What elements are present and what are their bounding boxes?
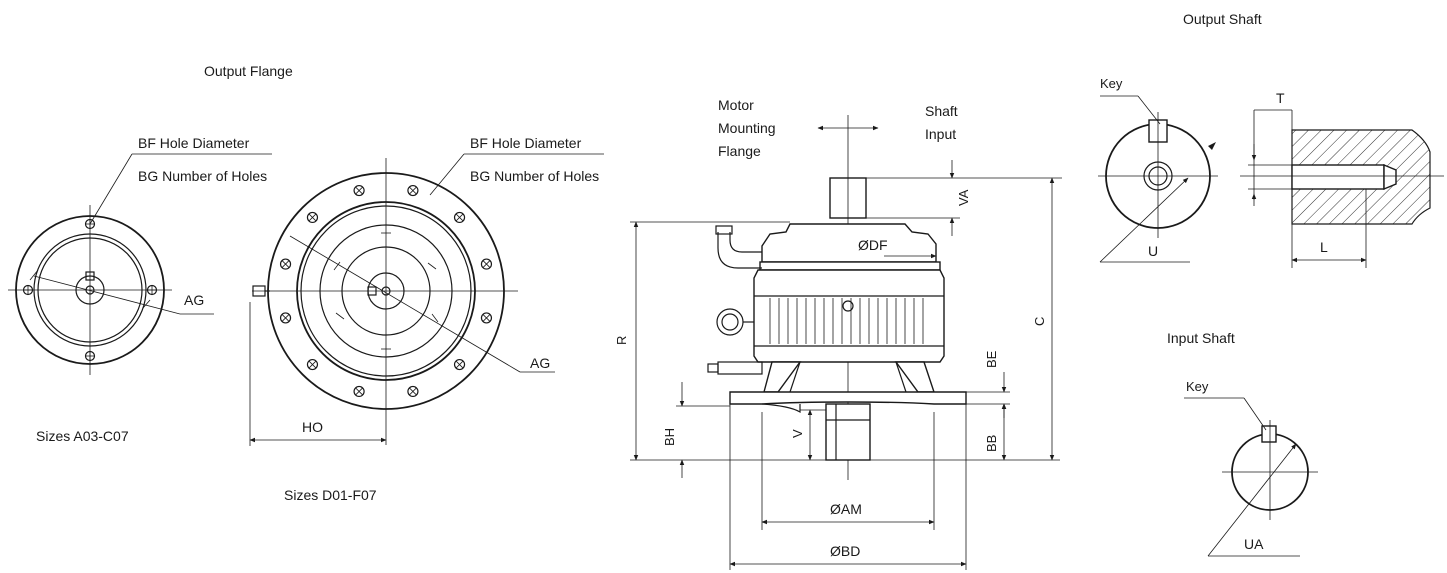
dim-bd: ØBD bbox=[830, 543, 860, 559]
input-shaft-title: Input Shaft bbox=[1167, 330, 1235, 346]
large-flange-view bbox=[249, 153, 604, 446]
dim-bh: BH bbox=[662, 428, 677, 446]
bolt-hole bbox=[480, 312, 493, 324]
output-shaft-key-label: Key bbox=[1100, 76, 1123, 91]
dim-r: R bbox=[614, 336, 629, 345]
bolt-hole bbox=[353, 184, 365, 197]
shaft-input-label: Shaft Input bbox=[925, 103, 962, 142]
bolt-hole bbox=[453, 358, 466, 371]
motor-mounting-flange-label: Motor Mounting Flange bbox=[718, 97, 779, 159]
bolt-hole bbox=[407, 385, 419, 398]
output-shaft-title: Output Shaft bbox=[1183, 11, 1262, 27]
small-flange-ag-label: AG bbox=[184, 292, 204, 308]
dim-v: V bbox=[790, 429, 805, 438]
small-flange-hole-diameter: BF Hole Diameter bbox=[138, 135, 250, 151]
output-shaft-u-label: U bbox=[1148, 243, 1158, 259]
small-flange-number-of-holes: BG Number of Holes bbox=[138, 168, 267, 184]
output-flange-title: Output Flange bbox=[204, 63, 293, 79]
bolt-hole bbox=[353, 385, 365, 398]
gearbox-body-ribs bbox=[769, 298, 924, 344]
dim-am: ØAM bbox=[830, 501, 862, 517]
large-flange-hole-diameter: BF Hole Diameter bbox=[470, 135, 582, 151]
dim-be: BE bbox=[984, 350, 999, 368]
gearbox-side-view bbox=[707, 115, 967, 480]
output-shaft-section-view bbox=[1240, 109, 1444, 268]
dim-df: ØDF bbox=[858, 237, 888, 253]
output-shaft-t-label: T bbox=[1276, 90, 1285, 106]
bolt-hole bbox=[407, 184, 419, 197]
side-view-dimensions bbox=[630, 125, 1062, 570]
small-flange-sizes: Sizes A03-C07 bbox=[36, 428, 129, 444]
input-shaft-ua-label: UA bbox=[1244, 536, 1264, 552]
small-flange-view bbox=[8, 153, 272, 375]
bolt-hole bbox=[453, 211, 466, 224]
bolt-hole bbox=[306, 211, 319, 224]
dim-c: C bbox=[1032, 317, 1047, 326]
input-shaft-key-label: Key bbox=[1186, 379, 1209, 394]
bolt-hole bbox=[279, 258, 292, 270]
large-flange-ag-label: AG bbox=[530, 355, 550, 371]
large-flange-ho-label: HO bbox=[302, 419, 323, 435]
bolt-hole bbox=[279, 312, 292, 324]
bolt-hole bbox=[306, 358, 319, 371]
large-flange-bolt-holes bbox=[279, 184, 493, 398]
large-flange-sizes: Sizes D01-F07 bbox=[284, 487, 377, 503]
large-flange-number-of-holes: BG Number of Holes bbox=[470, 168, 599, 184]
output-shaft-l-label: L bbox=[1320, 239, 1328, 255]
dim-va: VA bbox=[956, 189, 971, 206]
output-shaft-end-view bbox=[1098, 95, 1218, 263]
input-shaft-end-view bbox=[1184, 397, 1318, 557]
dim-bb: BB bbox=[984, 435, 999, 452]
bolt-hole bbox=[480, 258, 493, 270]
